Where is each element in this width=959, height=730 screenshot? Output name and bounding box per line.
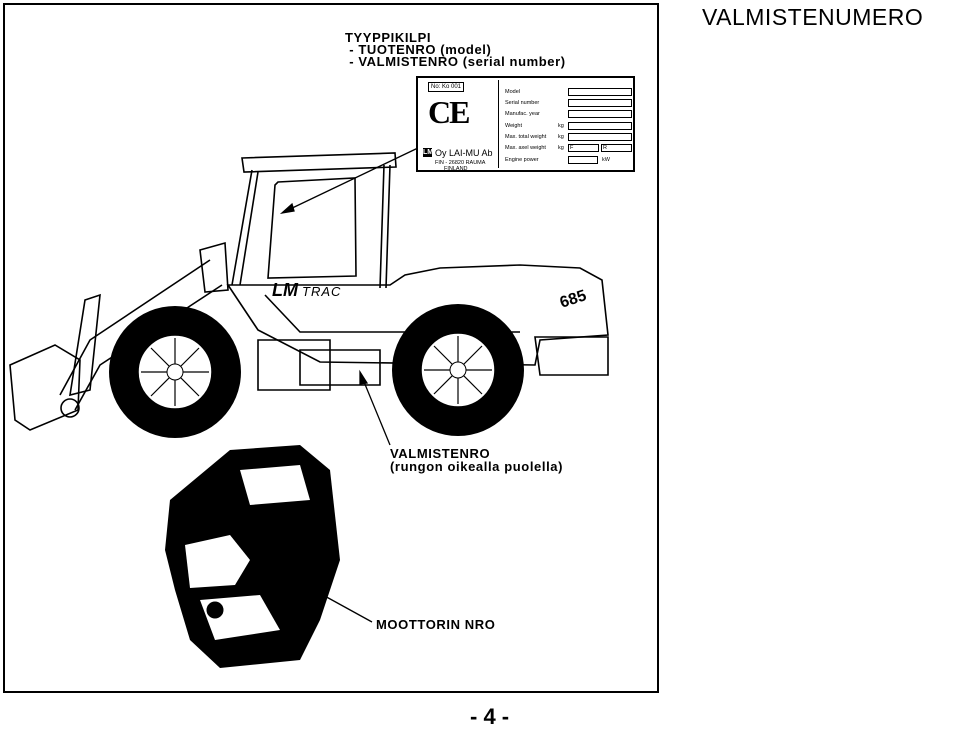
field-engine-power-label: Engine power <box>505 157 539 163</box>
field-engine-power-box <box>568 156 598 164</box>
field-axel-weight-label: Max. axel weight <box>505 145 546 151</box>
company-address: FIN - 26820 RAUMA FINLAND <box>435 160 485 172</box>
field-axel-rear-box <box>601 144 632 152</box>
field-year-box <box>568 110 632 118</box>
cab-rear-post <box>379 164 391 289</box>
page-number: - 4 - <box>470 704 510 729</box>
engine-arrow <box>291 577 373 623</box>
machine-model-text: TRAC <box>302 284 342 299</box>
field-serial-label: Serial number <box>505 100 540 106</box>
frame-serial-callout: VALMISTENRO (rungon oikealla puolella) <box>390 447 563 473</box>
plate-title-line1: TYYPPIKILPI <box>345 30 432 45</box>
field-weight-box <box>568 122 632 130</box>
weight-unit: kg <box>558 123 564 129</box>
total-weight-unit: kg <box>558 134 564 140</box>
address-line2: FINLAND <box>444 166 468 172</box>
field-total-weight-label: Max. total weight <box>505 134 547 140</box>
field-axel-front-box <box>568 144 599 152</box>
engine-number-callout: MOOTTORIN NRO <box>376 617 496 632</box>
axel-front-label: F <box>570 145 574 151</box>
field-model-label: Model <box>505 89 520 95</box>
frame-callout-line1: VALMISTENRO <box>390 446 491 461</box>
company-name: Oy LAI-MU Ab <box>435 148 493 158</box>
frame-joint <box>257 339 331 391</box>
cab-front-post <box>231 169 259 286</box>
center-frame <box>299 349 381 386</box>
frame-callout-line2: (rungon oikealla puolella) <box>390 459 564 474</box>
front-wheel <box>109 306 241 438</box>
manufacturer-logo: LM <box>423 148 434 157</box>
plate-arrow <box>285 146 421 212</box>
arm-pin <box>60 398 80 418</box>
engine-illustration <box>165 445 340 668</box>
field-serial-box <box>568 99 632 107</box>
plate-title-line2: - TUOTENRO (model) <box>345 42 492 57</box>
frame-arrow <box>361 376 391 446</box>
figure-frame <box>3 3 659 693</box>
machine-brand-logo: LM <box>272 280 298 300</box>
ce-mark: CE <box>428 94 470 130</box>
plate-title: TYYPPIKILPI - TUOTENRO (model) - VALMIST… <box>345 30 566 69</box>
machine-body <box>226 264 609 366</box>
plate-divider <box>498 80 499 168</box>
engine-power-unit: kW <box>602 157 610 163</box>
bucket-cylinder <box>69 293 101 397</box>
boom-pivot <box>199 241 229 293</box>
rear-wheel <box>392 304 524 436</box>
cab-window <box>267 177 357 279</box>
plate-number-label: No: Ko 001 <box>428 82 465 92</box>
type-plate: No: Ko 001 CE LM Oy LAI-MU Ab FIN - 2682… <box>416 76 635 172</box>
axel-rear-label: R <box>603 145 607 151</box>
rear-counterweight <box>534 336 609 376</box>
address-line1: FIN - 26820 RAUMA <box>435 160 486 166</box>
plate-title-line3: - VALMISTENRO (serial number) <box>345 54 566 69</box>
axel-weight-unit: kg <box>558 145 564 151</box>
page-heading: VALMISTENUMERO <box>702 4 924 30</box>
canopy-roof <box>241 152 397 173</box>
field-year-label: Manufac. year <box>505 111 540 117</box>
field-model-box <box>568 88 632 96</box>
field-total-weight-box <box>568 133 632 141</box>
field-weight-label: Weight <box>505 123 523 129</box>
